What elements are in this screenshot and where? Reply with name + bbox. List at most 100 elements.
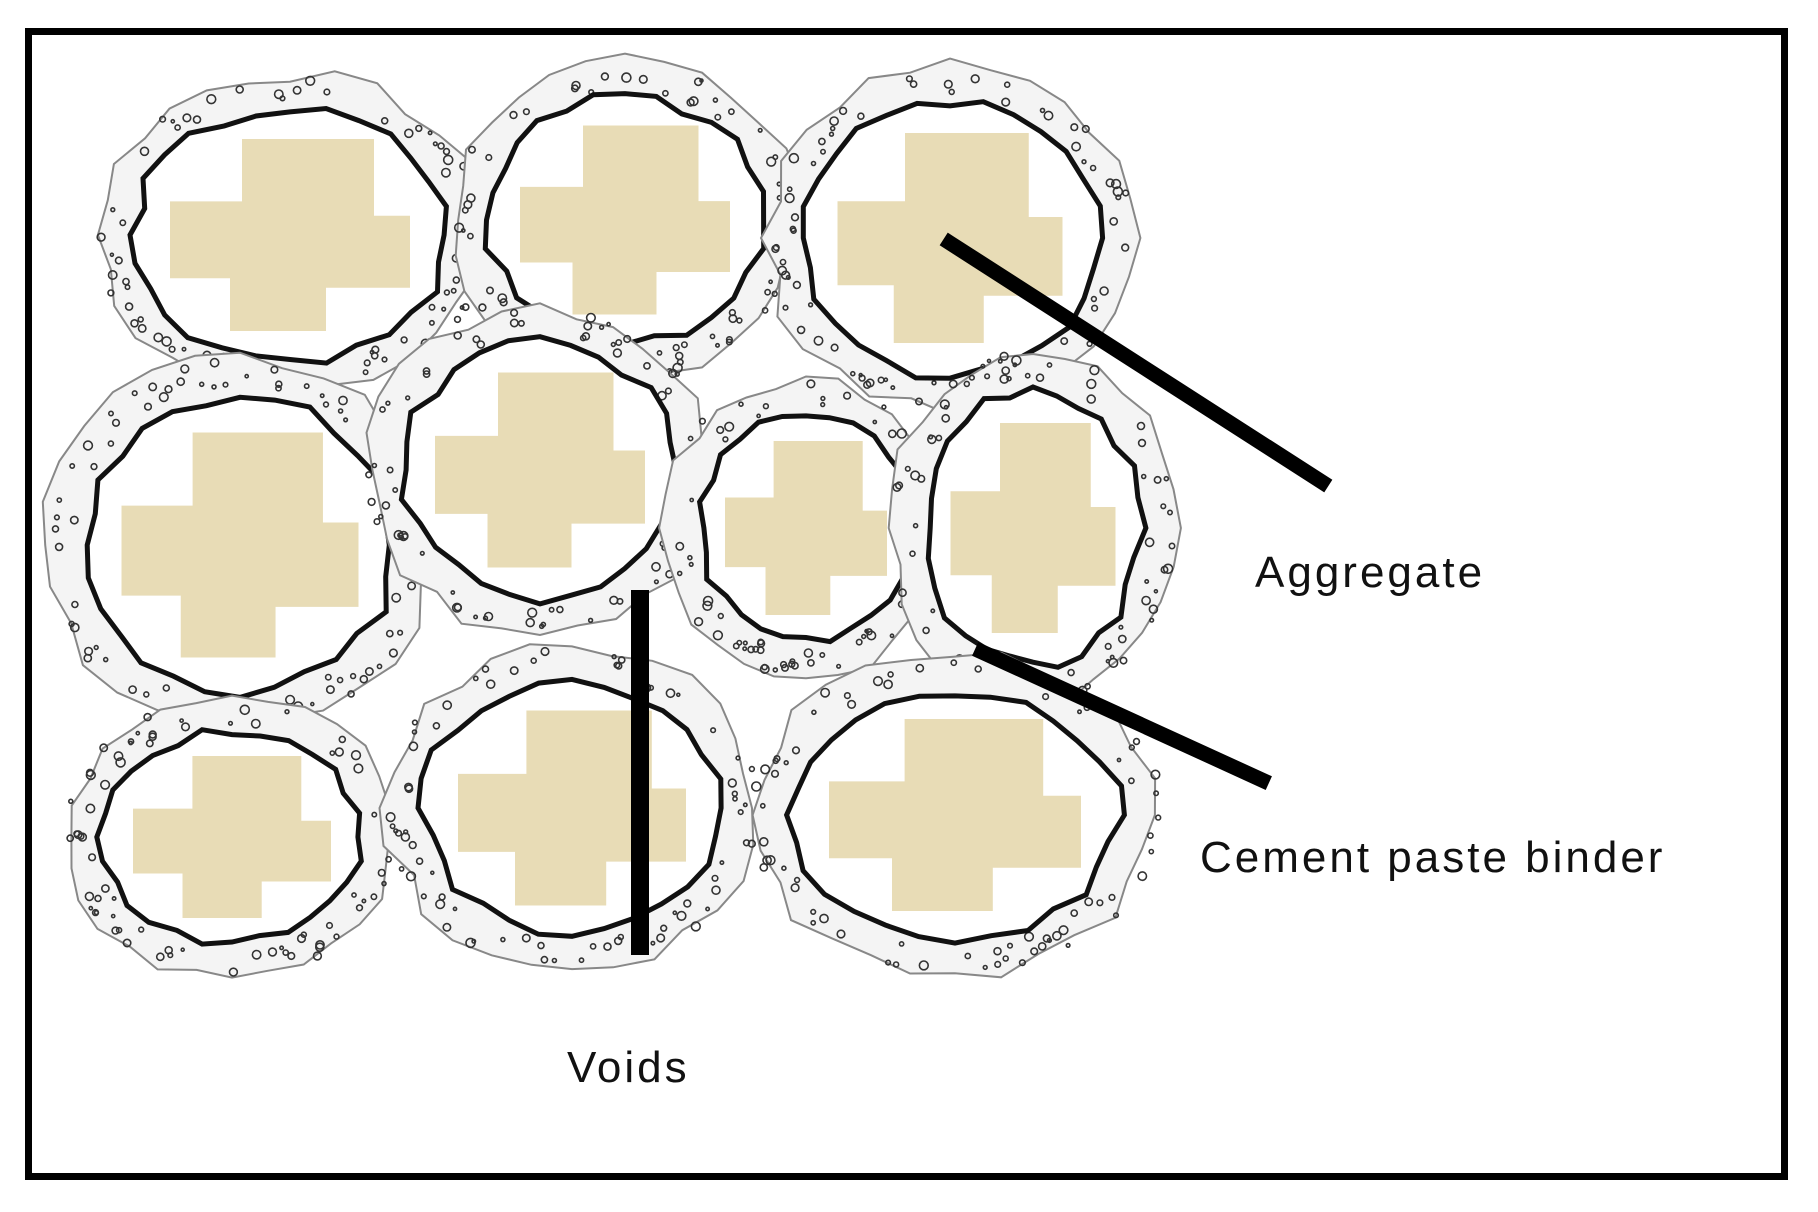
paste-speckle [963, 380, 971, 388]
paste-speckle [467, 145, 476, 154]
paste-speckle [887, 671, 894, 678]
paste-speckle [537, 941, 545, 950]
paste-speckle [772, 757, 780, 765]
paste-speckle [728, 108, 735, 116]
paste-speckle [405, 871, 417, 882]
paste-speckle [716, 425, 725, 435]
paste-speckle [683, 899, 692, 908]
paste-speckle [1144, 578, 1150, 584]
paste-speckle [771, 290, 778, 297]
paste-speckle [585, 312, 597, 323]
paste-speckle [790, 213, 800, 222]
paste-speckle [1119, 656, 1128, 665]
paste-speckle [1081, 159, 1087, 165]
paste-speckle [162, 684, 171, 692]
paste-speckle [1153, 588, 1159, 594]
paste-speckle [877, 376, 885, 384]
paste-speckle [1105, 658, 1111, 664]
paste-speckle [765, 156, 777, 167]
paste-speckle [1160, 503, 1167, 510]
paste-speckle [88, 905, 94, 911]
paste-speckle [803, 648, 814, 658]
paste-speckle [1167, 509, 1174, 516]
paste-speckle [371, 462, 378, 469]
paste-speckle [211, 384, 217, 390]
paste-speckle [638, 74, 648, 84]
paste-speckle [485, 286, 494, 295]
paste-speckle [819, 651, 826, 658]
paste-speckle [662, 89, 669, 97]
paste-speckle [405, 395, 411, 401]
paste-speckle [111, 418, 121, 427]
paste-speckle [478, 303, 487, 312]
paste-speckle [239, 704, 251, 716]
paste-speckle [762, 855, 772, 866]
paste-speckle [943, 404, 949, 410]
paste-speckle [757, 127, 763, 133]
paste-speckle [712, 97, 719, 103]
paste-speckle [1120, 243, 1130, 252]
paste-speckle [385, 400, 391, 406]
paste-speckle [771, 244, 780, 254]
paste-speckle [764, 288, 771, 296]
paste-speckle [432, 721, 441, 730]
paste-speckle [811, 709, 817, 716]
paste-speckle [883, 679, 893, 690]
paste-speckle [312, 951, 323, 961]
paste-speckle [161, 336, 172, 347]
paste-speckle [145, 739, 154, 748]
paste-speckle [71, 600, 79, 609]
paste-speckle [820, 687, 831, 698]
paste-speckle [1001, 97, 1011, 107]
paste-speckle [702, 600, 713, 611]
paste-speckle [818, 137, 826, 146]
voids-label: Voids [567, 1043, 690, 1092]
paste-speckle [680, 341, 688, 349]
paste-speckle [143, 712, 152, 722]
paste-speckle [651, 561, 661, 572]
paste-speckle [862, 380, 872, 389]
paste-speckle [613, 661, 621, 669]
paste-speckle [521, 933, 531, 943]
paste-speckle [139, 146, 150, 157]
paste-speckle [347, 690, 355, 698]
paste-speckle [993, 946, 1002, 956]
paste-speckle [392, 486, 399, 493]
paste-speckle [806, 379, 816, 389]
paste-speckle [788, 660, 796, 668]
paste-speckle [227, 720, 234, 726]
paste-speckle [664, 387, 673, 395]
paste-speckle [1035, 373, 1045, 383]
paste-speckle [441, 306, 447, 312]
paste-speckle [131, 390, 138, 397]
paste-speckle [51, 525, 60, 533]
cement-paste-binder-label: Cement paste binder [1200, 833, 1666, 882]
paste-speckle [772, 667, 779, 673]
paste-speckle [735, 755, 741, 761]
paste-speckle [807, 302, 814, 308]
paste-speckle [792, 280, 802, 290]
paste-speckle [1001, 366, 1011, 375]
paste-speckle [292, 85, 302, 95]
paste-speckle [371, 811, 378, 818]
paste-speckle [1039, 107, 1046, 114]
paste-speckle [398, 866, 405, 872]
paste-speckle [983, 373, 991, 380]
paste-speckle [846, 699, 857, 710]
paste-speckle [943, 79, 953, 89]
paste-speckle [712, 630, 724, 641]
paste-speckle [180, 722, 191, 732]
paste-speckle [453, 222, 465, 233]
paste-speckle [85, 803, 96, 814]
paste-speckle [420, 893, 427, 900]
paste-speckle [819, 913, 829, 924]
paste-speckle [999, 351, 1009, 361]
paste-speckle [108, 410, 115, 417]
paste-speckle [325, 921, 334, 930]
paste-speckle [653, 579, 660, 585]
paste-speckle [148, 382, 158, 392]
paste-speckle [309, 701, 315, 707]
paste-speckle [130, 318, 139, 328]
paste-speckle [87, 853, 97, 862]
paste-speckle [122, 938, 132, 948]
